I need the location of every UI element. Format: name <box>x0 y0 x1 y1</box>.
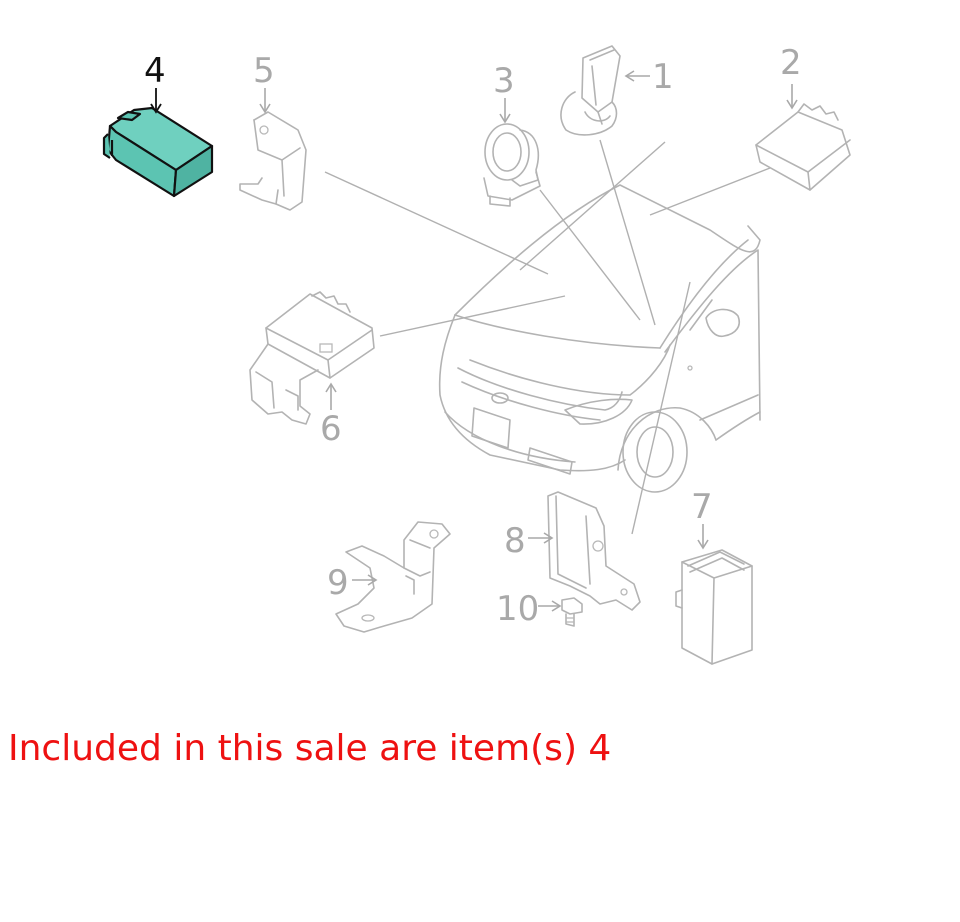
callout-7: 7 <box>691 487 713 527</box>
part-10-bolt: 10 <box>496 589 583 629</box>
leader-lines <box>324 139 771 535</box>
callout-10: 10 <box>496 589 539 629</box>
callout-6: 6 <box>320 409 342 449</box>
parts-diagram: 1 2 3 4 <box>102 43 851 665</box>
part-3-coil: 3 <box>483 61 541 207</box>
sale-caption: Included in this sale are item(s) 4 <box>8 728 612 769</box>
callout-3: 3 <box>493 61 515 101</box>
part-7-ecu: 7 <box>675 487 753 665</box>
part-2-module: 2 <box>755 43 851 191</box>
part-9-bracket: 9 <box>327 521 451 633</box>
callout-2: 2 <box>780 43 802 83</box>
callout-4: 4 <box>144 51 166 91</box>
callout-1: 1 <box>652 57 674 97</box>
part-1-horn: 1 <box>560 45 674 136</box>
callout-5: 5 <box>253 51 275 91</box>
part-5-bracket: 5 <box>239 51 307 211</box>
part-8-bracket: 8 <box>504 491 641 611</box>
callout-9: 9 <box>327 563 349 603</box>
callout-8: 8 <box>504 521 526 561</box>
part-6-module-bracket: 6 <box>249 291 375 449</box>
part-4-module-highlighted: 4 <box>102 51 214 198</box>
car-illustration <box>438 184 761 493</box>
